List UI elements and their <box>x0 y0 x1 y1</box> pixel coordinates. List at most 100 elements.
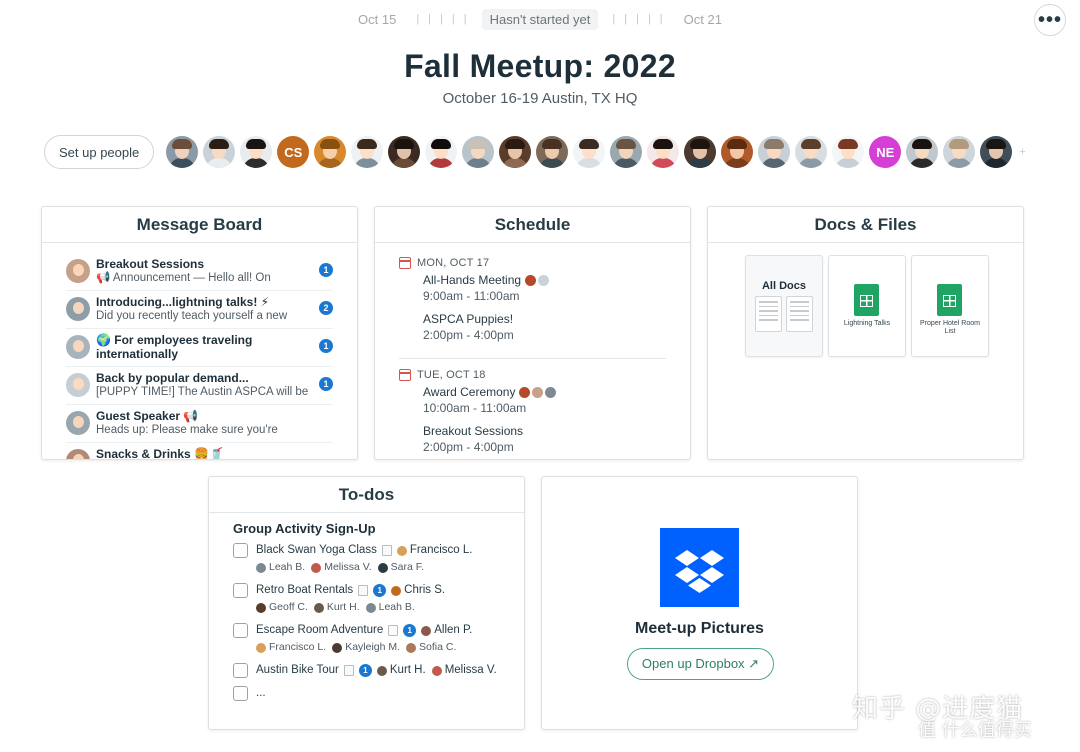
event-title: ASPCA Puppies! <box>423 312 514 326</box>
doc-tile-hotel-room-list[interactable]: Proper Hotel Room List <box>911 255 989 357</box>
event-time: 2:00pm - 4:00pm <box>423 328 514 342</box>
person-avatar[interactable] <box>832 136 865 168</box>
todo-checkbox[interactable] <box>233 543 248 558</box>
assignee-name: Melissa V. <box>324 561 372 573</box>
todo-checkbox[interactable] <box>233 583 248 598</box>
person-avatar[interactable] <box>906 136 939 168</box>
person-avatar[interactable] <box>647 136 680 168</box>
message-title: Snacks & Drinks 🍔🥤 <box>96 447 224 460</box>
person-avatar[interactable] <box>684 136 717 168</box>
person-avatar[interactable] <box>943 136 976 168</box>
more-options-button[interactable]: ••• <box>1034 4 1066 36</box>
todo-label[interactable]: Retro Boat Rentals <box>256 584 354 596</box>
person-avatar[interactable] <box>351 136 384 168</box>
doc-name: Proper Hotel Room List <box>920 320 980 335</box>
assignee-name: Sara F. <box>390 561 424 573</box>
assignee-name: Sofia C. <box>419 641 457 653</box>
person-avatar[interactable]: NE <box>869 136 902 168</box>
assignee: Sara F. <box>377 559 424 576</box>
todo-list-title[interactable]: Group Activity Sign-Up <box>233 521 376 536</box>
schedule-event[interactable]: ASPCA Puppies! 2:00pm - 4:00pm <box>399 311 666 343</box>
person-avatar[interactable] <box>758 136 791 168</box>
message-board-card[interactable]: Message Board Breakout Sessions📢 Announc… <box>41 206 358 460</box>
docs-files-card[interactable]: Docs & Files All Docs Lightning Talks Pr… <box>707 206 1024 460</box>
person-avatar[interactable] <box>721 136 754 168</box>
person-avatar[interactable] <box>240 136 273 168</box>
person-avatar[interactable] <box>388 136 421 168</box>
schedule-date: TUE, OCT 18 <box>399 369 666 381</box>
dropbox-title: Meet-up Pictures <box>635 620 764 637</box>
assignee-name: Kurt H. <box>389 664 426 676</box>
set-up-people-button[interactable]: Set up people <box>44 135 155 169</box>
schedule-date: MON, OCT 17 <box>399 257 666 269</box>
attendee-avatar <box>538 274 550 286</box>
author-avatar <box>66 259 90 283</box>
todo-checkbox[interactable] <box>233 663 248 678</box>
todo-label[interactable]: ... <box>256 687 266 699</box>
all-docs-folder[interactable]: All Docs <box>745 255 823 357</box>
assignee-name: Leah B. <box>269 561 306 573</box>
author-avatar <box>66 373 90 397</box>
message-excerpt: 📢 Announcement — Hello all! On <box>96 272 271 284</box>
person-avatar[interactable] <box>314 136 347 168</box>
message-item[interactable]: Guest Speaker 📢Heads up: Please make sur… <box>66 405 333 443</box>
todo-item: ... <box>233 685 524 702</box>
assignee-name: Kurt H. <box>326 601 360 613</box>
person-avatar[interactable] <box>425 136 458 168</box>
assignee-avatar <box>391 585 402 596</box>
person-avatar[interactable] <box>462 136 495 168</box>
message-item[interactable]: Back by popular demand...[PUPPY TIME!] T… <box>66 367 333 405</box>
dropbox-card[interactable]: Meet-up Pictures Open up Dropbox ↗ <box>541 476 858 730</box>
todo-label[interactable]: Escape Room Adventure <box>256 624 384 636</box>
message-item[interactable]: Introducing...lightning talks! ⚡Did you … <box>66 291 333 329</box>
schedule-title[interactable]: Schedule <box>375 207 690 243</box>
todo-label[interactable]: Black Swan Yoga Class <box>256 544 377 556</box>
timeline-status: Hasn't started yet <box>481 8 599 30</box>
notes-icon <box>358 585 369 596</box>
message-title: Introducing...lightning talks! ⚡ <box>96 295 270 309</box>
todos-title[interactable]: To-dos <box>209 477 524 513</box>
assignee: Melissa V. <box>311 559 372 576</box>
assignee-avatar <box>256 602 266 613</box>
avatar-list: CS NE <box>166 136 1017 168</box>
message-title: Back by popular demand... <box>96 371 249 385</box>
assignee-avatar <box>313 602 324 613</box>
message-title: Guest Speaker 📢 <box>96 409 199 423</box>
person-avatar[interactable] <box>610 136 643 168</box>
open-dropbox-button[interactable]: Open up Dropbox ↗ <box>627 648 774 680</box>
message-item[interactable]: 🌍 For employees traveling internationall… <box>66 329 333 367</box>
person-avatar[interactable] <box>980 136 1013 168</box>
todo-checkbox[interactable] <box>233 623 248 638</box>
person-avatar[interactable] <box>203 136 236 168</box>
assignee: Kurt H. <box>376 662 426 679</box>
calendar-icon <box>399 257 411 269</box>
person-avatar[interactable] <box>166 136 199 168</box>
assignee-name: Melissa V. <box>444 664 497 676</box>
message-board-title[interactable]: Message Board <box>42 207 357 243</box>
event-time: 2:00pm - 4:00pm <box>423 440 514 454</box>
todos-card[interactable]: To-dos Group Activity Sign-Up Black Swan… <box>208 476 525 730</box>
schedule-date-label: TUE, OCT 18 <box>417 369 486 381</box>
person-avatar[interactable] <box>536 136 569 168</box>
person-avatar[interactable] <box>795 136 828 168</box>
message-item[interactable]: Breakout Sessions📢 Announcement — Hello … <box>66 253 333 291</box>
doc-tile-lightning-talks[interactable]: Lightning Talks <box>828 255 906 357</box>
timeline-start-date: Oct 15 <box>358 11 397 27</box>
todo-label[interactable]: Austin Bike Tour <box>256 664 339 676</box>
assignee-name: Geoff C. <box>269 601 308 613</box>
person-avatar[interactable]: CS <box>277 136 310 168</box>
message-item[interactable]: Snacks & Drinks 🍔🥤 <box>66 443 333 460</box>
assignee: Leah B. <box>365 599 415 616</box>
person-avatar[interactable] <box>499 136 532 168</box>
person-avatar[interactable] <box>573 136 606 168</box>
docs-files-title[interactable]: Docs & Files <box>708 207 1023 243</box>
assignee-avatar <box>256 562 266 573</box>
todo-checkbox[interactable] <box>233 686 248 701</box>
